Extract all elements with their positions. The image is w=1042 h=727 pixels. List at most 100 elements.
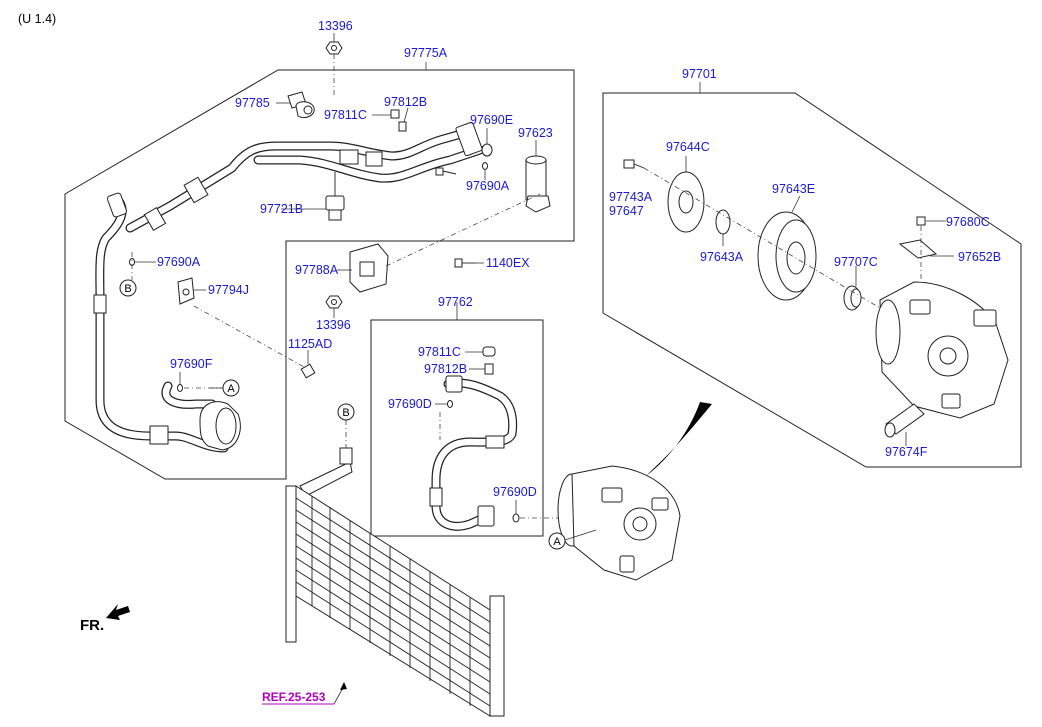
clutch-bolt-97743A <box>623 159 645 169</box>
label-97812B-mid: 97812B <box>424 362 467 376</box>
label-97680C: 97680C <box>946 215 990 229</box>
o-ring-97690D-right <box>512 513 520 523</box>
label-97811C-mid: 97811C <box>418 345 461 359</box>
o-ring-97690F <box>177 384 183 392</box>
bracket-97652B <box>898 239 938 259</box>
label-97674F: 97674F <box>885 445 928 459</box>
nut-13396-top <box>325 41 343 55</box>
svg-text:B: B <box>124 283 131 295</box>
front-arrow-icon <box>106 604 130 620</box>
bracket-97794J <box>177 277 195 305</box>
label-97743A: 97743A <box>609 190 653 204</box>
screw-97680C <box>916 216 926 226</box>
hose-crimp-fitting <box>429 487 443 507</box>
bracket-97788A <box>349 243 389 293</box>
hose-crimp-fitting <box>339 149 359 165</box>
hose-crimp-fitting <box>183 176 209 204</box>
valve-core-97812B-top <box>398 121 407 132</box>
condenser-fins <box>295 496 491 707</box>
version-label: (U 1.4) <box>18 12 56 26</box>
reference-link[interactable]: REF.25-253 <box>262 682 347 705</box>
pressure-switch-97674F <box>884 403 925 438</box>
hose-crimp-fitting <box>93 294 107 314</box>
hose-assembly-box-97762 <box>370 319 544 537</box>
hose-crimp-fitting <box>365 151 383 167</box>
compressor-installed <box>557 465 681 581</box>
hose-crimp-fitting <box>149 425 169 445</box>
suction-hose <box>95 127 485 453</box>
hose-crimp-fitting <box>485 435 505 449</box>
label-97690F: 97690F <box>170 357 213 371</box>
o-ring-97690A <box>482 162 488 170</box>
pressure-switch-97721B <box>325 172 345 221</box>
nut-13396-mid <box>325 295 343 309</box>
bolt-1125AD <box>300 363 316 379</box>
cap-97811C-top <box>390 109 400 119</box>
fr-label: FR. <box>80 617 104 634</box>
label-97644C: 97644C <box>666 140 710 154</box>
front-direction-indicator: FR. <box>80 604 130 634</box>
bracket-97785 <box>287 91 315 119</box>
cap-97811C-mid <box>482 346 496 357</box>
hose-assembly-box-97775A <box>64 69 575 480</box>
label-97690D-right: 97690D <box>493 485 537 499</box>
label-97690A-right: 97690A <box>466 179 510 193</box>
condenser <box>285 420 505 717</box>
muffler <box>161 381 241 451</box>
label-97721B: 97721B <box>260 202 303 216</box>
label-97623: 97623 <box>518 126 553 140</box>
leader-lines-top <box>131 33 541 389</box>
label-97643E: 97643E <box>772 182 815 196</box>
pointer-arrow <box>646 402 712 476</box>
label-97794J: 97794J <box>208 283 249 297</box>
pulley-97643E <box>757 211 817 301</box>
field-coil-97707C <box>843 285 862 311</box>
svg-text:B: B <box>342 407 349 419</box>
hose-end-block <box>445 375 463 393</box>
label-97690E: 97690E <box>470 113 513 127</box>
compressor-body <box>875 281 1009 419</box>
svg-text:A: A <box>553 536 561 548</box>
leader-lines-mid <box>435 302 560 519</box>
label-97775A: 97775A <box>404 46 448 60</box>
receiver-drier-97623 <box>525 155 551 213</box>
label-97690D-left: 97690D <box>388 397 432 411</box>
marker-a-upper: A <box>210 379 240 397</box>
marker-a-lower: A <box>548 529 597 550</box>
label-97707C: 97707C <box>834 255 878 269</box>
o-ring-97690E <box>481 143 493 157</box>
hose-crimp-fitting <box>143 207 167 231</box>
label-97762: 97762 <box>438 295 473 309</box>
bolt <box>435 167 457 176</box>
leader-lines-right <box>643 82 954 446</box>
compressor-box-97701 <box>602 92 1022 468</box>
ref-label[interactable]: REF.25-253 <box>262 690 326 704</box>
marker-b-upper: B <box>119 279 137 297</box>
label-1125AD: 1125AD <box>288 337 332 351</box>
marker-b-lower: B <box>337 403 355 421</box>
hose-end-block <box>455 121 483 157</box>
svg-text:A: A <box>227 383 235 395</box>
label-97811C-top: 97811C <box>324 108 367 122</box>
clutch-hub-97644C <box>667 171 705 233</box>
label-97643A: 97643A <box>700 250 744 264</box>
part-labels: 13396 97775A 97785 97811C 97812B 97690E … <box>157 19 1001 499</box>
hose-end-fitting <box>107 192 127 218</box>
label-97690A-left: 97690A <box>157 255 201 269</box>
bolt-1140EX <box>454 258 476 268</box>
label-97788A: 97788A <box>295 263 339 277</box>
snap-ring-97643A <box>715 209 731 235</box>
label-13396-top: 13396 <box>318 19 353 33</box>
label-1140EX: 1140EX <box>486 256 530 270</box>
hose-end-block <box>477 505 495 527</box>
label-97701: 97701 <box>682 67 717 81</box>
condenser-fitting <box>339 447 353 465</box>
valve-core-97812B-mid <box>484 363 494 375</box>
o-ring-97690D-left <box>447 400 453 408</box>
label-97652B: 97652B <box>958 250 1001 264</box>
label-97812B-top: 97812B <box>384 95 427 109</box>
label-97785: 97785 <box>235 96 270 110</box>
label-13396-mid: 13396 <box>316 318 351 332</box>
label-97647: 97647 <box>609 204 644 218</box>
